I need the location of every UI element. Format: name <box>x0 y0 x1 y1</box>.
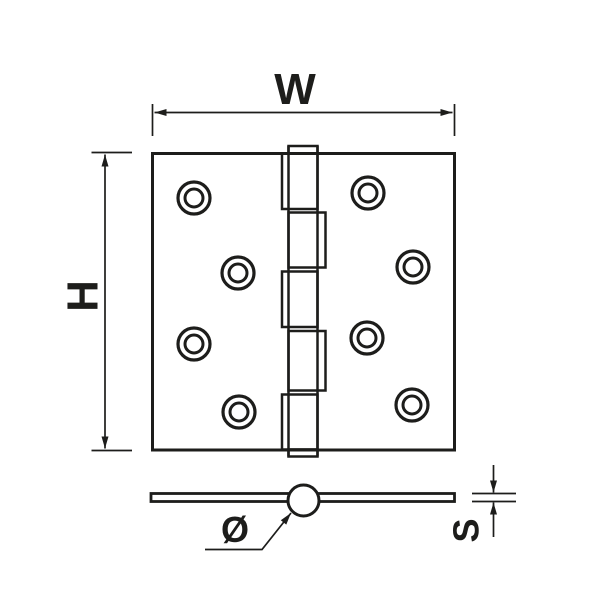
height-dimension: H <box>59 151 132 452</box>
pin-barrel-circle <box>286 483 321 518</box>
knuckle-segment <box>280 393 319 451</box>
knuckle-segment <box>287 329 327 392</box>
leader-line <box>205 512 292 551</box>
diameter-callout: Ø <box>205 509 292 551</box>
screw-hole <box>220 255 256 291</box>
knuckle-segment <box>280 152 319 211</box>
hinge-plate <box>151 152 456 452</box>
screw-hole <box>394 387 430 423</box>
screw-hole <box>176 326 212 362</box>
side-view: Ø S <box>149 465 516 551</box>
screw-hole <box>349 320 385 356</box>
width-dimension: W <box>151 65 456 136</box>
knuckle-segment <box>287 211 327 269</box>
height-label: H <box>59 280 108 312</box>
width-label: W <box>274 65 316 114</box>
screw-hole <box>395 249 431 285</box>
diameter-label: Ø <box>221 509 249 550</box>
thickness-dimension: S <box>446 465 516 543</box>
screw-hole <box>350 175 386 211</box>
knuckle-segment <box>280 270 319 329</box>
top-view: W H <box>59 65 456 458</box>
screw-holes-right-leaf <box>349 175 431 423</box>
thickness-label: S <box>446 518 487 542</box>
screw-hole <box>176 180 212 216</box>
screw-hole <box>221 394 257 430</box>
screw-holes-left-leaf <box>176 180 257 430</box>
knuckle-column <box>280 144 327 458</box>
